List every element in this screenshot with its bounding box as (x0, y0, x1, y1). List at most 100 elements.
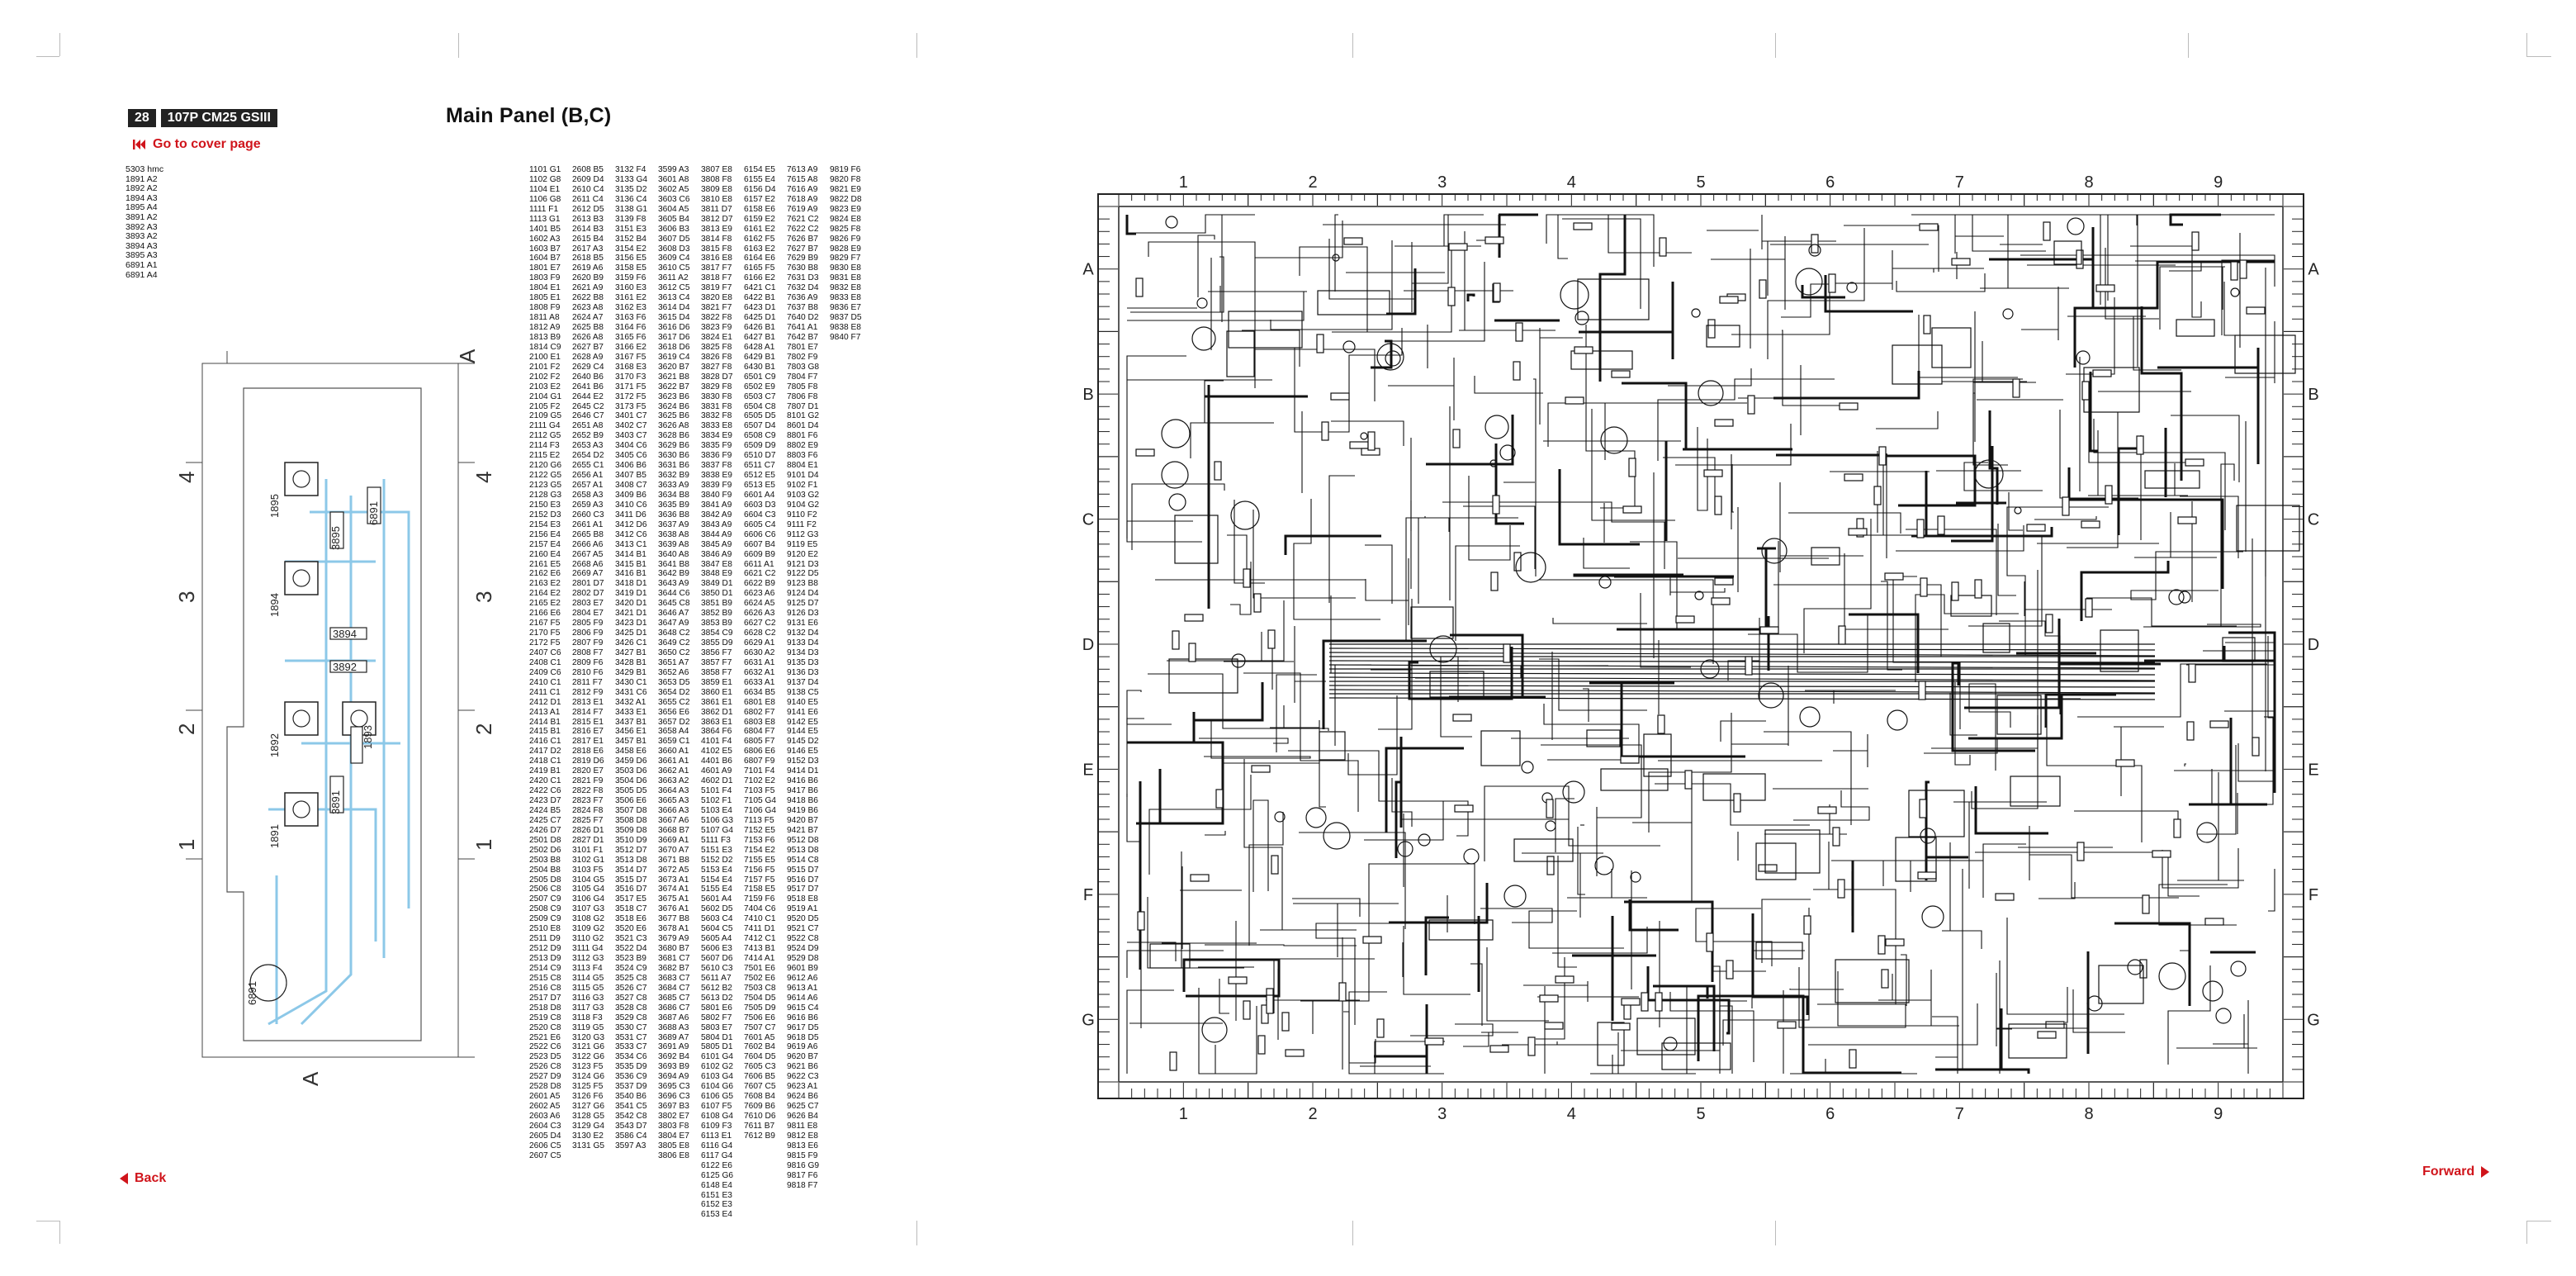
ref-table-cell: 5606 E3 (701, 944, 732, 954)
pcb-bus-trace (1328, 689, 2156, 694)
ref-table-cell: 9622 C3 (787, 1072, 819, 1082)
ref-table-cell: 3601 A8 (658, 174, 689, 184)
pcb-ic-footprint (2176, 319, 2215, 337)
ref-table-cell: 9145 D2 (787, 737, 819, 747)
pcb-resistor (1719, 296, 1739, 304)
pcb-capacitor (1698, 380, 1724, 406)
ref-table-cell: 2660 C3 (572, 510, 604, 519)
ref-table-cell: 2410 C1 (529, 677, 561, 687)
pcb-trace (2268, 869, 2275, 912)
pcb-trace (1591, 409, 1675, 521)
ref-table-cell: 3673 A1 (658, 875, 689, 885)
pcb-capacitor (1305, 807, 1327, 828)
pcb-resistor (2045, 614, 2053, 633)
ref-table-cell: 3808 F8 (701, 174, 732, 184)
go-to-cover-link[interactable]: Go to cover page (133, 137, 261, 152)
pcb-trace (1127, 214, 1255, 234)
pcb-trace (1608, 215, 1692, 254)
pcb-resistor (1844, 473, 1863, 481)
pcb-capacitor (1168, 493, 1186, 511)
ref-table-cell: 3506 E6 (615, 796, 646, 805)
pcb-resistor (1758, 864, 1778, 872)
pcb-resistor (1628, 458, 1636, 477)
ref-table-cell: 3604 A5 (658, 204, 689, 214)
ref-table-cell: 3412 D6 (615, 519, 647, 529)
pcb-column-label: 5 (1696, 173, 1705, 192)
pcb-trace (2237, 743, 2275, 782)
ref-table-cell: 3662 A1 (658, 766, 689, 776)
pcb-trace (1408, 647, 1513, 700)
ref-table-cell: 2152 D3 (529, 510, 561, 519)
ref-table-cell: 3862 D1 (701, 707, 733, 717)
forward-link[interactable]: Forward (2422, 1165, 2490, 1179)
ref-table-cell: 2111 G4 (529, 421, 561, 431)
ref-table-cell: 7604 D5 (744, 1052, 776, 1062)
pcb-ic-footprint (1228, 311, 1303, 349)
ref-table-cell: 2659 A3 (572, 500, 604, 510)
ref-table-cell: 9136 D3 (787, 667, 819, 677)
ref-table-cell: 3530 C7 (615, 1022, 647, 1032)
back-label: Back (135, 1171, 167, 1185)
ref-table-cell: 7640 D2 (787, 313, 819, 323)
ref-table-cell: 7803 G8 (787, 362, 820, 372)
pcb-trace (1449, 633, 1546, 699)
ref-table-cell: 3816 E8 (701, 254, 732, 263)
pcb-resistor (1918, 681, 1926, 700)
ref-table-cell: 3129 G4 (572, 1121, 605, 1131)
ref-table-cell: 3692 B4 (658, 1052, 689, 1062)
ref-table-cell: 3681 C7 (658, 954, 690, 963)
ref-table-cell: 3652 A6 (658, 667, 689, 677)
pcb-resistor (2173, 818, 2181, 838)
pcb-resistor (1837, 879, 1845, 899)
ref-table-cell: 3837 F8 (701, 461, 732, 471)
ref-table-cell: 7802 F9 (787, 352, 818, 362)
pcb-trace (1911, 214, 2046, 252)
ref-table-cell: 5155 E4 (701, 885, 732, 894)
ref-table-cell: 7501 E6 (744, 963, 775, 973)
ref-table-cell: 3834 E9 (701, 431, 732, 441)
ref-table-cell: 9840 F7 (830, 332, 861, 342)
ref-table-cell: 6106 G5 (701, 1092, 734, 1102)
ref-table-cell: 6422 B1 (744, 293, 775, 303)
pcb-resistor (2239, 259, 2247, 279)
ref-table-cell: 3161 E2 (615, 293, 646, 303)
pcb-trace (1793, 790, 1870, 821)
ref-table-cell: 3138 G1 (615, 204, 648, 214)
ref-table-cell: 3115 G5 (572, 983, 604, 993)
ref-table-cell: 3524 C9 (615, 963, 647, 973)
pcb-trace (1762, 240, 1836, 296)
ref-table-cell: 9624 B6 (787, 1092, 818, 1102)
ref-table-cell: 3105 G4 (572, 885, 605, 894)
pcb-column-label: 8 (2084, 173, 2093, 192)
pcb-trace (1885, 454, 1977, 507)
pcb-resistor (1243, 568, 1251, 588)
pcb-trace (1621, 1005, 1733, 1074)
ref-table-cell: 2411 C1 (529, 687, 561, 697)
pcb-trace (1999, 620, 2061, 714)
ref-table-cell: 6509 D9 (744, 441, 776, 451)
ref-table-cell: 7602 B4 (744, 1042, 775, 1052)
ref-list-item: 3893 A2 (125, 231, 158, 242)
ref-table-cell: 3602 A5 (658, 184, 689, 194)
ref-table-cell: 9517 D7 (787, 885, 819, 894)
pcb-trace (2186, 650, 2275, 666)
pcb-capacitor (1274, 811, 1286, 823)
ref-table-cell: 9828 E9 (830, 244, 861, 254)
ref-table-cell: 3426 C1 (615, 638, 647, 647)
pcb-resistor (2246, 306, 2266, 315)
ref-table-cell: 3166 E2 (615, 342, 646, 352)
back-link[interactable]: Back (120, 1171, 166, 1186)
ref-table-cell: 6155 E4 (744, 174, 775, 184)
ref-table-cell: 6802 F7 (744, 707, 775, 717)
ref-table-cell: 9819 F6 (830, 165, 861, 174)
pcb-trace (1300, 863, 1475, 1002)
pcb-resistor (1856, 518, 1864, 538)
ref-table-cell: 3645 C8 (658, 599, 690, 609)
ref-table-cell: 5604 C5 (701, 924, 733, 934)
pcb-trace (2080, 561, 2170, 621)
ref-table-cell: 2822 F8 (572, 786, 604, 796)
ref-table-cell: 2626 A8 (572, 332, 604, 342)
pcb-trace (1480, 908, 1553, 923)
ref-table-cell: 3625 B6 (658, 411, 689, 421)
ref-table-cell: 7503 C8 (744, 983, 776, 993)
